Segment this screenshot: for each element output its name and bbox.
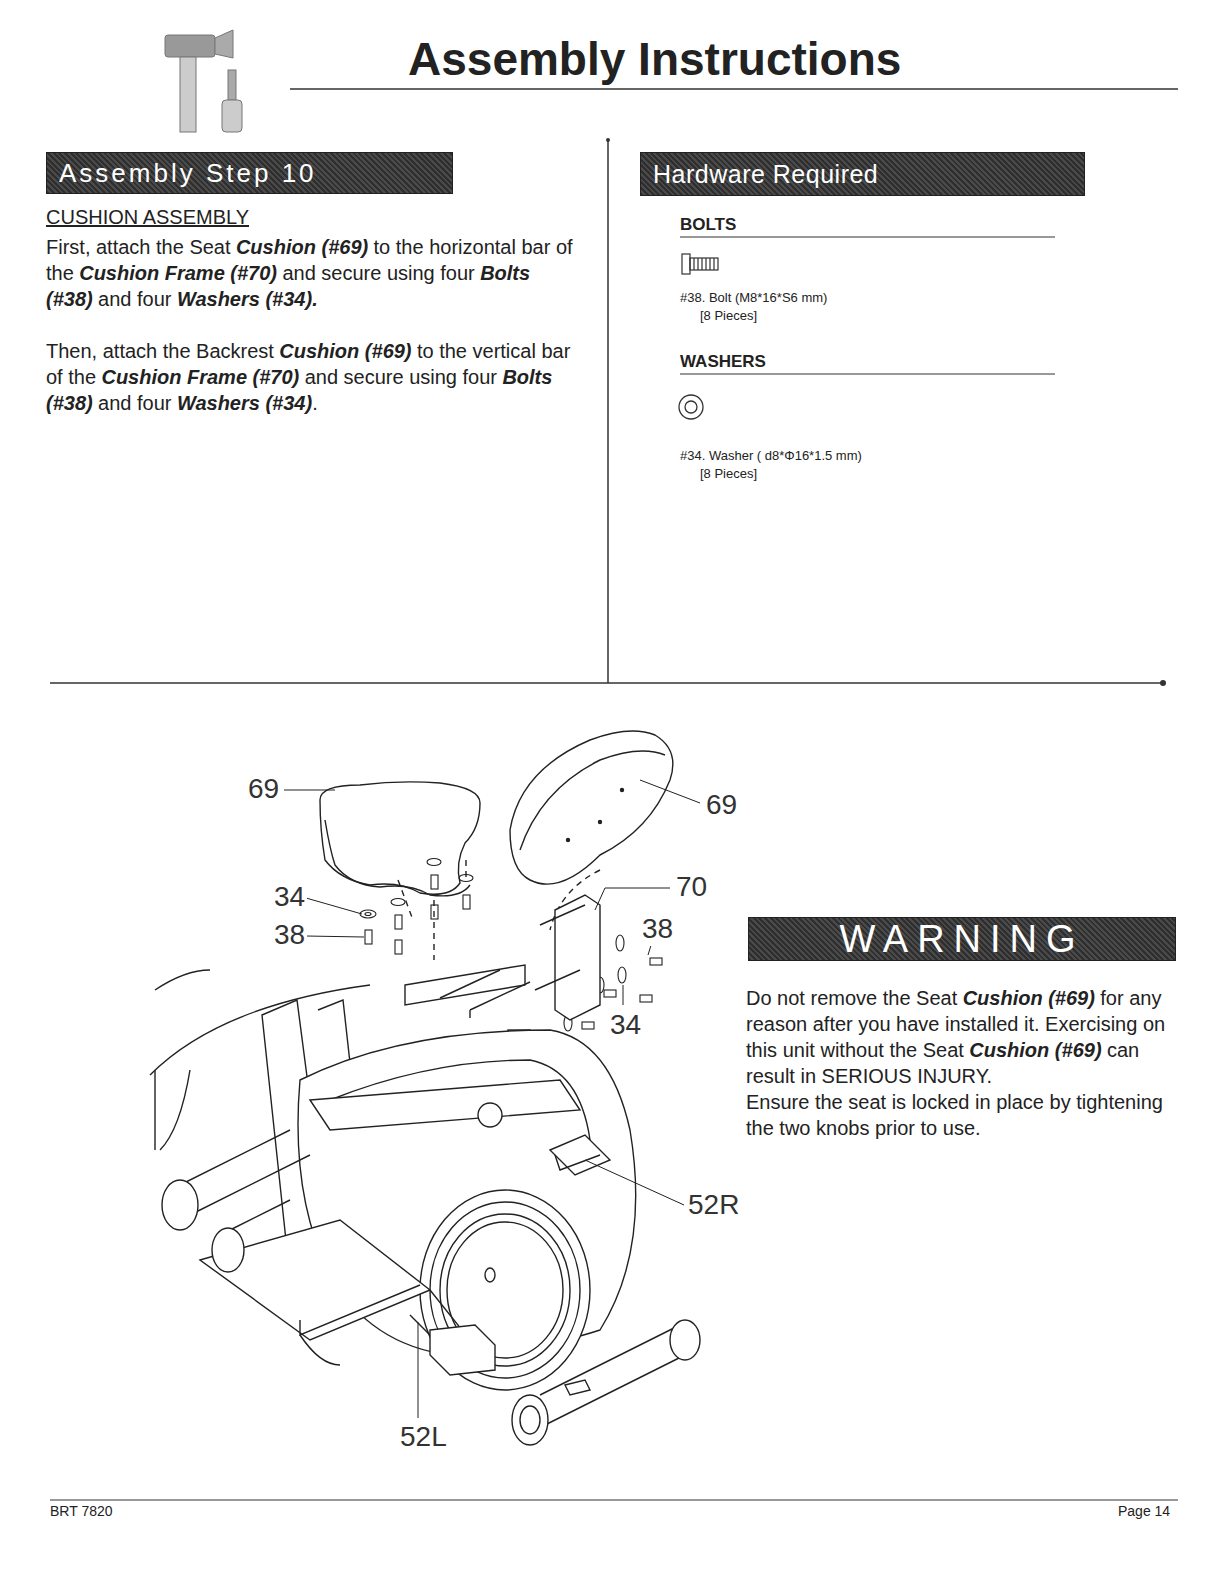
instruction-text: Do not remove the Seat <box>746 987 957 1009</box>
washer-icon <box>679 395 703 419</box>
callout-number: 70 <box>674 870 709 904</box>
callout-number: 52R <box>686 1188 741 1222</box>
callout-number: 52L <box>398 1420 449 1454</box>
callout-number: 34 <box>272 880 307 914</box>
banner-box: WARNING <box>748 917 1176 961</box>
hardware-quantity: [8 Pieces] <box>700 466 757 482</box>
part-reference: Cushion (#69) <box>236 236 368 258</box>
banner-box: Assembly Step 10 <box>46 152 453 194</box>
instruction-text: Then, attach the Backrest <box>46 340 274 362</box>
callout-number: 38 <box>640 912 675 946</box>
instruction-text: and secure using four <box>305 366 497 388</box>
banner-box: Hardware Required <box>640 152 1085 196</box>
callout-number: 69 <box>246 772 281 806</box>
instruction-paragraph: Do not remove the SeatCushion (#69)for a… <box>746 985 1186 1141</box>
part-reference: Cushion (#69) <box>969 1039 1101 1061</box>
instruction-text: First, attach the Seat <box>46 236 231 258</box>
instruction-paragraph: Then, attach the BackrestCushion (#69)to… <box>46 338 576 416</box>
hardware-heading: BOLTS <box>680 215 736 235</box>
hardware-heading: WASHERS <box>680 352 766 372</box>
hardware-spec: #38. Bolt (M8*16*S6 mm) <box>680 290 827 306</box>
banner-text: WARNING <box>839 918 1084 961</box>
banner-text: Hardware Required <box>653 160 878 189</box>
footer-page: Page 14 <box>1118 1503 1170 1520</box>
part-reference: Washers (#34) <box>177 392 312 414</box>
leader-lines <box>284 780 700 1418</box>
callout-number: 69 <box>704 788 739 822</box>
page-title: Assembly Instructions <box>408 32 901 87</box>
part-reference: Cushion (#69) <box>963 987 1095 1009</box>
tools-icon <box>165 30 242 132</box>
bike-illustration <box>150 731 700 1445</box>
callout-number: 34 <box>608 1008 643 1042</box>
hardware-quantity: [8 Pieces] <box>700 308 757 324</box>
footer-model: BRT 7820 <box>50 1503 113 1520</box>
instruction-text: Ensure the seat is locked in place by ti… <box>746 1089 1181 1141</box>
part-reference: Cushion (#69) <box>279 340 411 362</box>
hardware-spec: #34. Washer ( d8*Φ16*1.5 mm) <box>680 448 862 464</box>
banner-text: Assembly Step 10 <box>59 158 317 189</box>
bolt-icon <box>682 254 718 274</box>
instruction-text: . <box>312 392 318 414</box>
part-reference: Cushion Frame (#70) <box>101 366 299 388</box>
instruction-text: and four <box>98 288 171 310</box>
instruction-text: and four <box>98 392 171 414</box>
part-reference: Cushion Frame (#70) <box>79 262 277 284</box>
instruction-text: and secure using four <box>282 262 474 284</box>
part-reference: Washers (#34). <box>177 288 318 310</box>
callout-number: 38 <box>272 918 307 952</box>
instruction-paragraph: First, attach the SeatCushion (#69)to th… <box>46 234 576 312</box>
section-heading: CUSHION ASSEMBLY <box>46 205 249 229</box>
